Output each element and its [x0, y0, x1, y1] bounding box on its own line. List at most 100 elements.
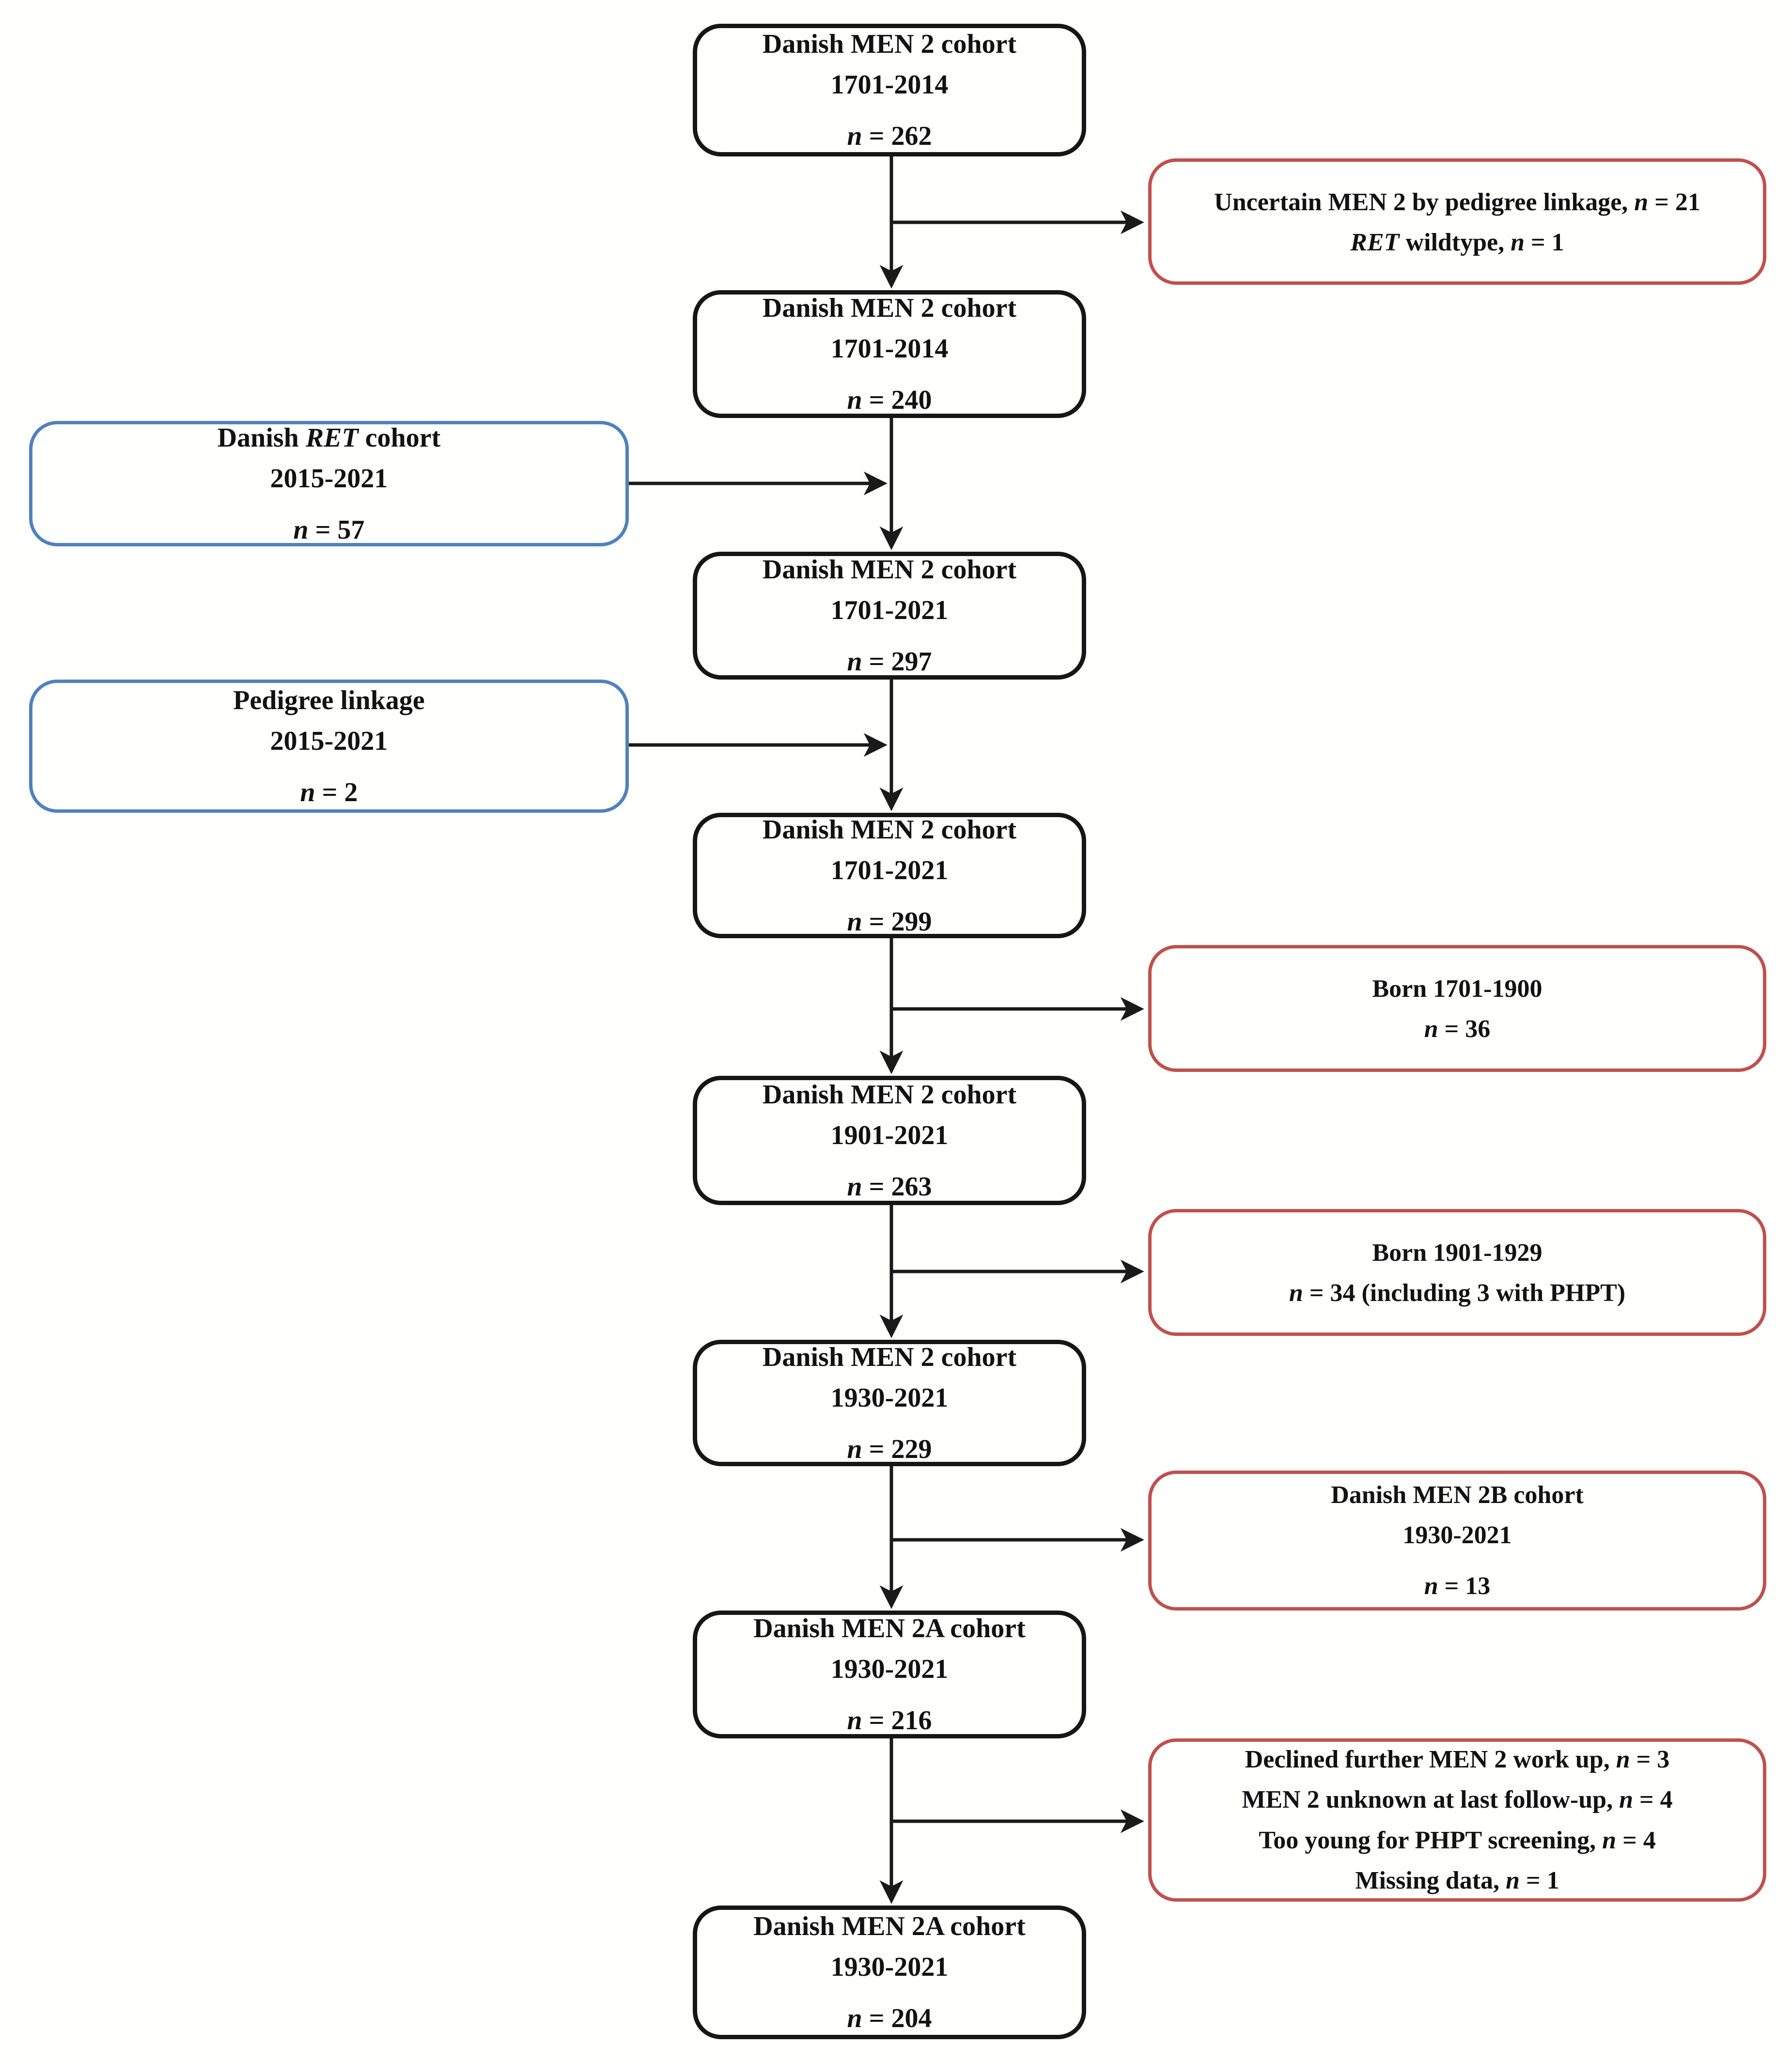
n-val: = 3 — [1630, 1746, 1670, 1774]
n-var: n — [300, 777, 315, 807]
n-val: = 4 — [1616, 1826, 1656, 1854]
node-count: n = 57 — [293, 510, 364, 550]
exclusion-line: Born 1901-1929 — [1372, 1239, 1543, 1267]
node-main-cohort-1701-2014-b: Danish MEN 2 cohort 1701-2014 n = 240 — [693, 290, 1086, 418]
n-val: = 262 — [862, 121, 932, 151]
node-title: Danish RET cohort — [218, 418, 441, 458]
node-main-cohort-1701-2014-a: Danish MEN 2 cohort 1701-2014 n = 262 — [693, 24, 1086, 156]
n-var: n — [847, 647, 862, 677]
exclusion-text: Declined further MEN 2 work up, — [1245, 1746, 1616, 1774]
n-val: = 2 — [315, 777, 358, 807]
n-var: n — [1424, 1015, 1438, 1043]
n-val: = 204 — [862, 2003, 932, 2033]
node-main-cohort-1901-2021: Danish MEN 2 cohort 1901-2021 n = 263 — [693, 1076, 1086, 1205]
exclusion-line: Born 1701-1900 — [1372, 975, 1543, 1003]
node-title: Danish MEN 2 cohort — [762, 555, 1017, 585]
node-ret-cohort: Danish RET cohort 2015-2021 n = 57 — [29, 421, 629, 546]
n-var: n — [1506, 1866, 1520, 1894]
n-var: n — [1634, 188, 1649, 216]
node-count: n = 229 — [847, 1429, 932, 1470]
node-title: Danish MEN 2 cohort — [762, 814, 1017, 845]
n-val: = 36 — [1438, 1015, 1491, 1043]
node-excluded-born-1901-1929: Born 1901-1929 n = 34 (including 3 with … — [1148, 1209, 1766, 1336]
n-var: n — [293, 514, 309, 545]
node-title: Danish MEN 2A cohort — [753, 1911, 1026, 1941]
node-years: 1701-2021 — [830, 595, 949, 625]
node-count: n = 240 — [847, 380, 932, 420]
exclusion-line: Missing data, n = 1 — [1355, 1860, 1559, 1901]
n-val: = 299 — [862, 906, 932, 937]
n-val: = 57 — [308, 514, 365, 545]
n-var: n — [1602, 1826, 1617, 1854]
node-count: n = 297 — [847, 641, 932, 682]
node-count: n = 299 — [847, 901, 932, 942]
n-val: = 1 — [1519, 1866, 1559, 1894]
node-title: Danish MEN 2 cohort — [762, 293, 1017, 323]
node-count: n = 34 (including 3 with PHPT) — [1289, 1273, 1625, 1313]
node-years: 2015-2021 — [270, 463, 388, 494]
node-excluded-uncertain: Uncertain MEN 2 by pedigree linkage, n =… — [1148, 158, 1766, 285]
node-excluded-men-2b-cohort: Danish MEN 2B cohort 1930-2021 n = 13 — [1148, 1471, 1766, 1611]
node-main-cohort-1930-2021: Danish MEN 2 cohort 1930-2021 n = 229 — [693, 1340, 1086, 1466]
title-part: Danish — [217, 422, 306, 453]
node-title: Danish MEN 2 cohort — [762, 1342, 1017, 1372]
n-var: n — [1424, 1572, 1438, 1600]
n-val: = 216 — [862, 1705, 932, 1736]
title-part: cohort — [358, 422, 441, 453]
node-main-cohort-1701-2021-a: Danish MEN 2 cohort 1701-2021 n = 297 — [693, 552, 1086, 680]
exclusion-line: Declined further MEN 2 work up, n = 3 — [1245, 1739, 1670, 1780]
exclusion-text: MEN 2 unknown at last follow-up, — [1242, 1786, 1620, 1814]
exclusion-line: Too young for PHPT screening, n = 4 — [1259, 1820, 1655, 1860]
node-years: 1701-2014 — [830, 70, 949, 100]
gene-ret: RET — [305, 422, 358, 453]
exclusion-line: MEN 2 unknown at last follow-up, n = 4 — [1242, 1780, 1672, 1820]
n-var: n — [847, 121, 862, 151]
node-count: n = 13 — [1424, 1566, 1491, 1606]
n-val: = 240 — [862, 385, 932, 415]
node-years: 1930-2021 — [830, 1654, 949, 1684]
exclusion-text: Missing data, — [1355, 1866, 1506, 1894]
node-count: n = 216 — [847, 1700, 932, 1741]
n-val: = 34 (including 3 with PHPT) — [1303, 1279, 1626, 1307]
node-excluded-born-1701-1900: Born 1701-1900 n = 36 — [1148, 945, 1766, 1072]
node-years: 1701-2021 — [830, 855, 949, 885]
n-val: = 297 — [862, 647, 932, 677]
node-excluded-workup: Declined further MEN 2 work up, n = 3 ME… — [1148, 1738, 1766, 1902]
n-var: n — [847, 1705, 862, 1736]
n-var: n — [1511, 229, 1525, 257]
node-count: n = 263 — [847, 1166, 932, 1207]
node-title: Danish MEN 2B cohort — [1331, 1481, 1584, 1509]
gene-ret: RET — [1350, 229, 1400, 257]
n-var: n — [1289, 1279, 1303, 1307]
n-val: = 13 — [1438, 1572, 1491, 1600]
exclusion-text: Too young for PHPT screening, — [1259, 1826, 1603, 1854]
node-main-2a-cohort-a: Danish MEN 2A cohort 1930-2021 n = 216 — [693, 1611, 1086, 1738]
n-var: n — [847, 906, 862, 937]
n-var: n — [847, 2003, 862, 2033]
node-pedigree-linkage: Pedigree linkage 2015-2021 n = 2 — [29, 680, 629, 813]
node-years: 1701-2014 — [830, 334, 949, 364]
n-var: n — [847, 1171, 862, 1202]
node-title: Pedigree linkage — [233, 685, 425, 715]
node-years: 2015-2021 — [270, 726, 388, 756]
node-count: n = 36 — [1424, 1009, 1491, 1049]
n-val: = 229 — [862, 1434, 932, 1464]
node-title: Danish MEN 2A cohort — [753, 1613, 1026, 1643]
node-years: 1930-2021 — [1402, 1521, 1512, 1549]
exclusion-text: Uncertain MEN 2 by pedigree linkage, — [1214, 188, 1635, 216]
node-count: n = 262 — [847, 116, 932, 156]
n-val: = 4 — [1633, 1786, 1673, 1814]
node-title: Danish MEN 2 cohort — [762, 1079, 1017, 1110]
n-var: n — [847, 1434, 862, 1464]
node-main-cohort-1701-2021-b: Danish MEN 2 cohort 1701-2021 n = 299 — [693, 813, 1086, 938]
n-var: n — [1619, 1786, 1633, 1814]
n-val: = 263 — [862, 1171, 932, 1202]
node-main-2a-cohort-b: Danish MEN 2A cohort 1930-2021 n = 204 — [693, 1906, 1086, 2039]
node-count: n = 204 — [847, 1998, 932, 2039]
n-var: n — [1616, 1746, 1630, 1774]
exclusion-line: Uncertain MEN 2 by pedigree linkage, n =… — [1214, 182, 1700, 222]
node-count: n = 2 — [300, 772, 358, 813]
n-val: = 21 — [1648, 188, 1700, 216]
